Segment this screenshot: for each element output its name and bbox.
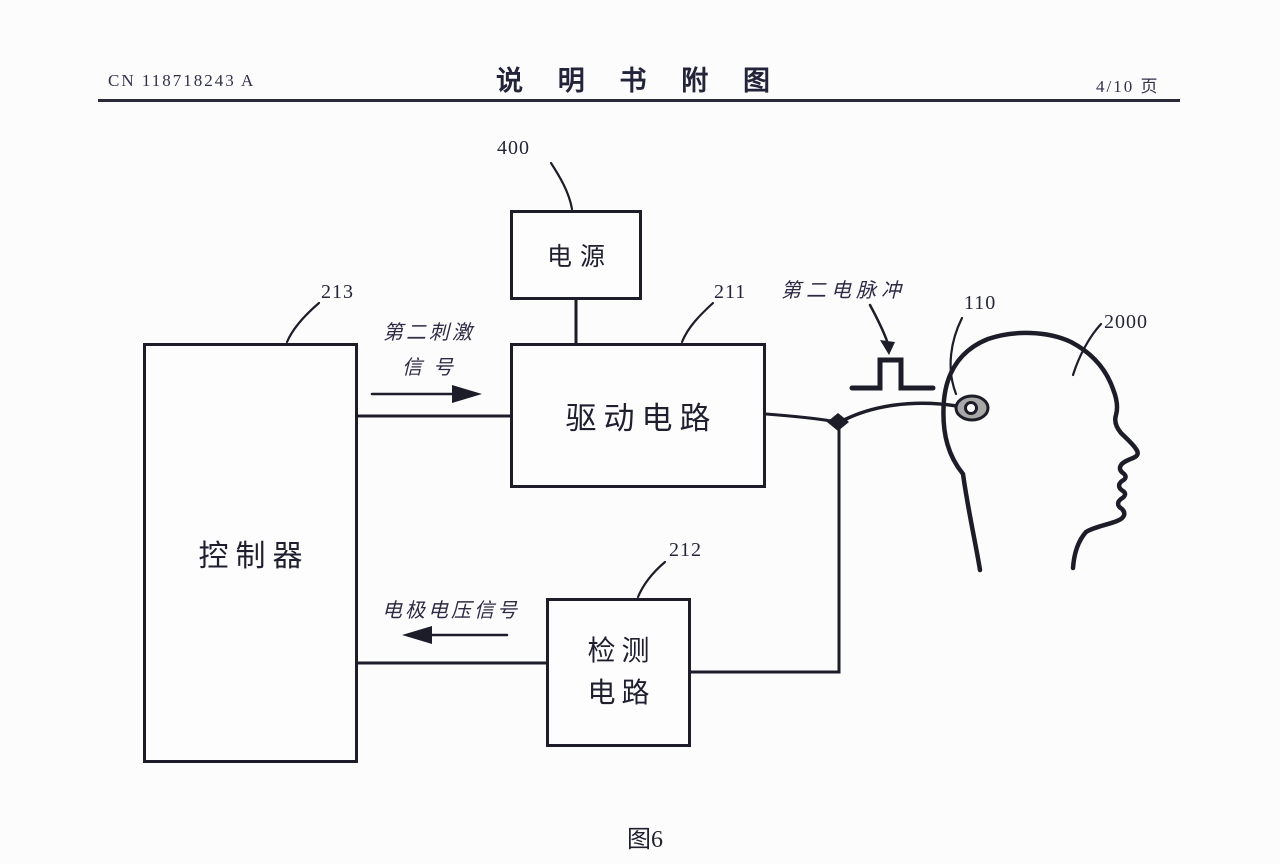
page-indicator: 4/10 页 — [1096, 77, 1160, 96]
ref-110-electrode: 110 — [964, 292, 997, 314]
electrode-voltage-signal-label: 电极电压信号 — [382, 600, 520, 622]
second-pulse-label: 第二电脉冲 — [781, 280, 906, 302]
leader-212 — [636, 560, 667, 599]
page-title: 说 明 书 附 图 — [496, 66, 784, 96]
ref-211-drive: 211 — [714, 281, 747, 303]
block-detection-label-line1: 检测 — [587, 635, 656, 667]
square-pulse-icon — [849, 357, 936, 391]
block-power-supply: 电源 — [510, 210, 642, 300]
arrow-down-curved-icon — [868, 303, 889, 343]
stimulus-signal-label-line2: 信 号 — [402, 357, 456, 379]
ref-212-detection: 212 — [669, 539, 702, 561]
leader-2000 — [1071, 322, 1103, 377]
electrode-pad-icon — [954, 394, 990, 422]
block-detection-circuit: 检测 电路 — [546, 598, 691, 747]
block-controller-label: 控制器 — [198, 540, 310, 573]
leader-211 — [680, 301, 715, 344]
human-head-profile — [941, 330, 1140, 573]
block-power-label: 电源 — [546, 244, 613, 271]
leader-400 — [549, 161, 574, 211]
block-detection-label-line2: 电路 — [587, 677, 656, 709]
document-number: CN 118718243 A — [108, 71, 256, 90]
arrow-down-head-icon — [880, 340, 895, 355]
leader-213 — [285, 301, 321, 344]
junction-dot — [827, 413, 849, 431]
block-controller: 控制器 — [143, 343, 358, 763]
connector-drive-junction — [764, 412, 833, 423]
ref-2000-head: 2000 — [1104, 311, 1148, 333]
block-drive-label: 驱动电路 — [565, 401, 718, 436]
ref-400-power: 400 — [497, 137, 530, 159]
figure-caption: 图6 — [627, 827, 663, 853]
block-drive-circuit: 驱动电路 — [510, 343, 766, 488]
stimulus-signal-label-line1: 第二刺激 — [383, 322, 475, 344]
arrow-right-head-icon — [452, 385, 482, 403]
connector-junction-detection — [689, 426, 841, 674]
arrow-left-head-icon — [402, 626, 432, 644]
connector-junction-electrode — [842, 401, 959, 422]
header-rule — [98, 99, 1180, 102]
leader-110 — [949, 316, 964, 396]
ref-213-controller: 213 — [321, 281, 354, 303]
